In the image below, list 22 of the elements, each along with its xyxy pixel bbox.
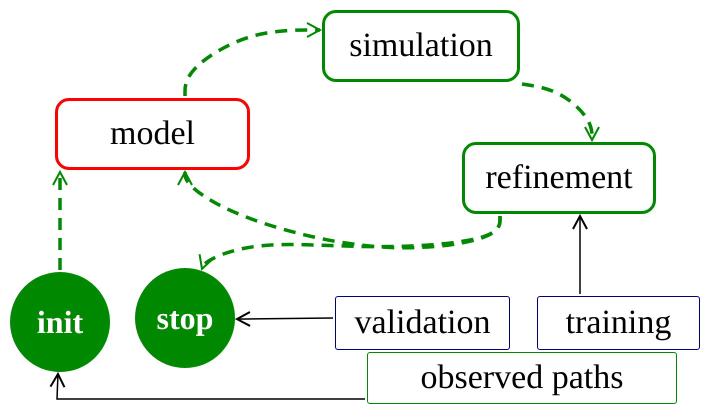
data-box [537, 296, 700, 350]
arrow [572, 215, 588, 294]
arrow [52, 171, 68, 270]
process-box [322, 10, 520, 82]
node-label: validation [354, 304, 490, 342]
node-label: training [566, 304, 672, 342]
process-box [55, 98, 250, 170]
arrow [236, 310, 333, 327]
node-label: refinement [485, 159, 633, 197]
arrow [177, 171, 502, 250]
arrow [49, 372, 365, 400]
data-box [335, 296, 510, 350]
arrow [522, 82, 600, 141]
arrow [198, 216, 502, 270]
node-label: observed paths [420, 359, 624, 397]
node-label: stop [156, 300, 214, 336]
process-box [462, 142, 656, 214]
arrow [183, 22, 321, 96]
node-label: simulation [349, 27, 493, 65]
node-label: model [110, 115, 195, 153]
node-label: init [36, 304, 84, 340]
data-box [367, 352, 677, 404]
